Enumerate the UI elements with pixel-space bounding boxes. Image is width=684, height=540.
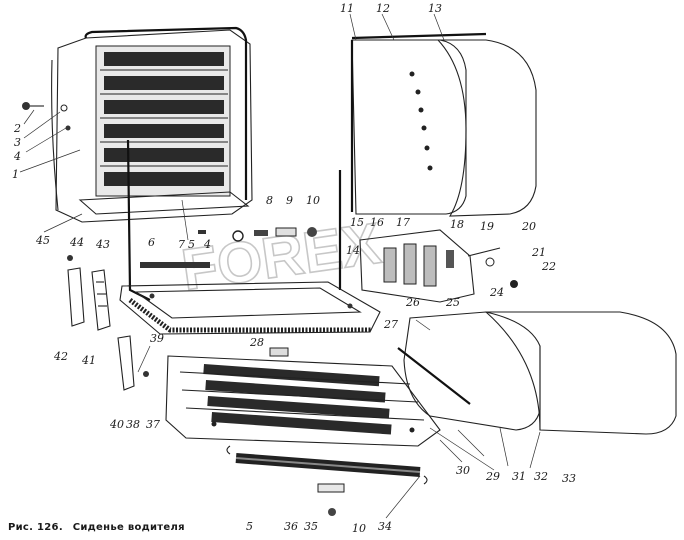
leader-lines [19, 13, 541, 519]
callout-43: 43 [95, 238, 110, 251]
callout-3: 3 [14, 136, 21, 149]
callout-6: 6 [148, 236, 155, 249]
callout-27: 27 [383, 318, 398, 331]
bracket-28 [269, 347, 289, 357]
back-cushion-pad [350, 39, 467, 215]
callout-5: 5 [188, 238, 195, 251]
callout-24: 24 [489, 286, 504, 299]
callout-10b: 10 [352, 522, 366, 535]
callout-21: 21 [531, 246, 546, 259]
callout-4b: 4 [203, 238, 211, 251]
seat-bracket [359, 229, 518, 303]
seat-strap [226, 445, 428, 516]
back-cushion-cover [351, 32, 537, 217]
callout-34: 34 [378, 520, 392, 533]
figure-caption: Рис. 126. Сиденье водителя [8, 522, 185, 533]
callout-45: 45 [35, 234, 50, 247]
callout-28: 28 [249, 336, 264, 349]
callout-31: 31 [512, 470, 526, 483]
callout-16: 16 [370, 216, 384, 229]
callout-15: 15 [350, 216, 364, 229]
backrest-frame [51, 26, 253, 223]
callout-4: 4 [13, 150, 21, 163]
callout-25: 25 [445, 296, 460, 309]
fastener-row [198, 227, 317, 242]
callout-12: 12 [376, 2, 390, 15]
callout-8: 8 [266, 194, 273, 207]
callout-33: 33 [562, 472, 576, 485]
seat-frame [119, 139, 381, 335]
callout-19: 19 [480, 220, 494, 233]
seat-cushion-cover [484, 311, 677, 435]
caption-prefix: Рис. 126. [8, 522, 63, 533]
callout-9: 9 [286, 194, 293, 207]
backrest-springs [100, 52, 228, 186]
callout-39: 39 [150, 332, 164, 345]
callout-20: 20 [521, 220, 536, 233]
callout-32: 32 [534, 470, 548, 483]
callout-22: 22 [541, 260, 556, 273]
callout-1: 1 [12, 168, 19, 181]
bolt-parts [22, 102, 71, 131]
callout-13: 13 [428, 2, 442, 15]
seat-cushion-pad [397, 311, 541, 431]
callout-26: 26 [405, 296, 420, 309]
callout-44: 44 [69, 236, 84, 249]
callout-30: 30 [456, 464, 470, 477]
seat-base [165, 355, 441, 447]
side-brackets [67, 255, 149, 391]
callout-11: 11 [340, 2, 354, 15]
callout-35: 35 [304, 520, 318, 533]
callout-40: 40 [109, 418, 124, 431]
callout-7: 7 [178, 238, 185, 251]
callout-18: 18 [450, 218, 464, 231]
callout-10: 10 [306, 194, 320, 207]
callout-2: 2 [13, 122, 21, 135]
callout-38: 38 [126, 418, 140, 431]
callout-36: 36 [284, 520, 298, 533]
callout-29: 29 [485, 470, 500, 483]
callout-17: 17 [396, 216, 410, 229]
callout-41: 41 [81, 354, 96, 367]
callout-42: 42 [53, 350, 68, 363]
callout-37: 37 [146, 418, 160, 431]
callout-5b: 5 [246, 520, 253, 533]
caption-title: Сиденье водителя [73, 522, 185, 533]
backrest-bottom-rail [78, 191, 250, 215]
callout-14: 14 [346, 244, 360, 257]
callout-labels: 1 2 3 4 5 6 7 4 8 9 10 11 12 13 14 15 16… [12, 2, 576, 535]
